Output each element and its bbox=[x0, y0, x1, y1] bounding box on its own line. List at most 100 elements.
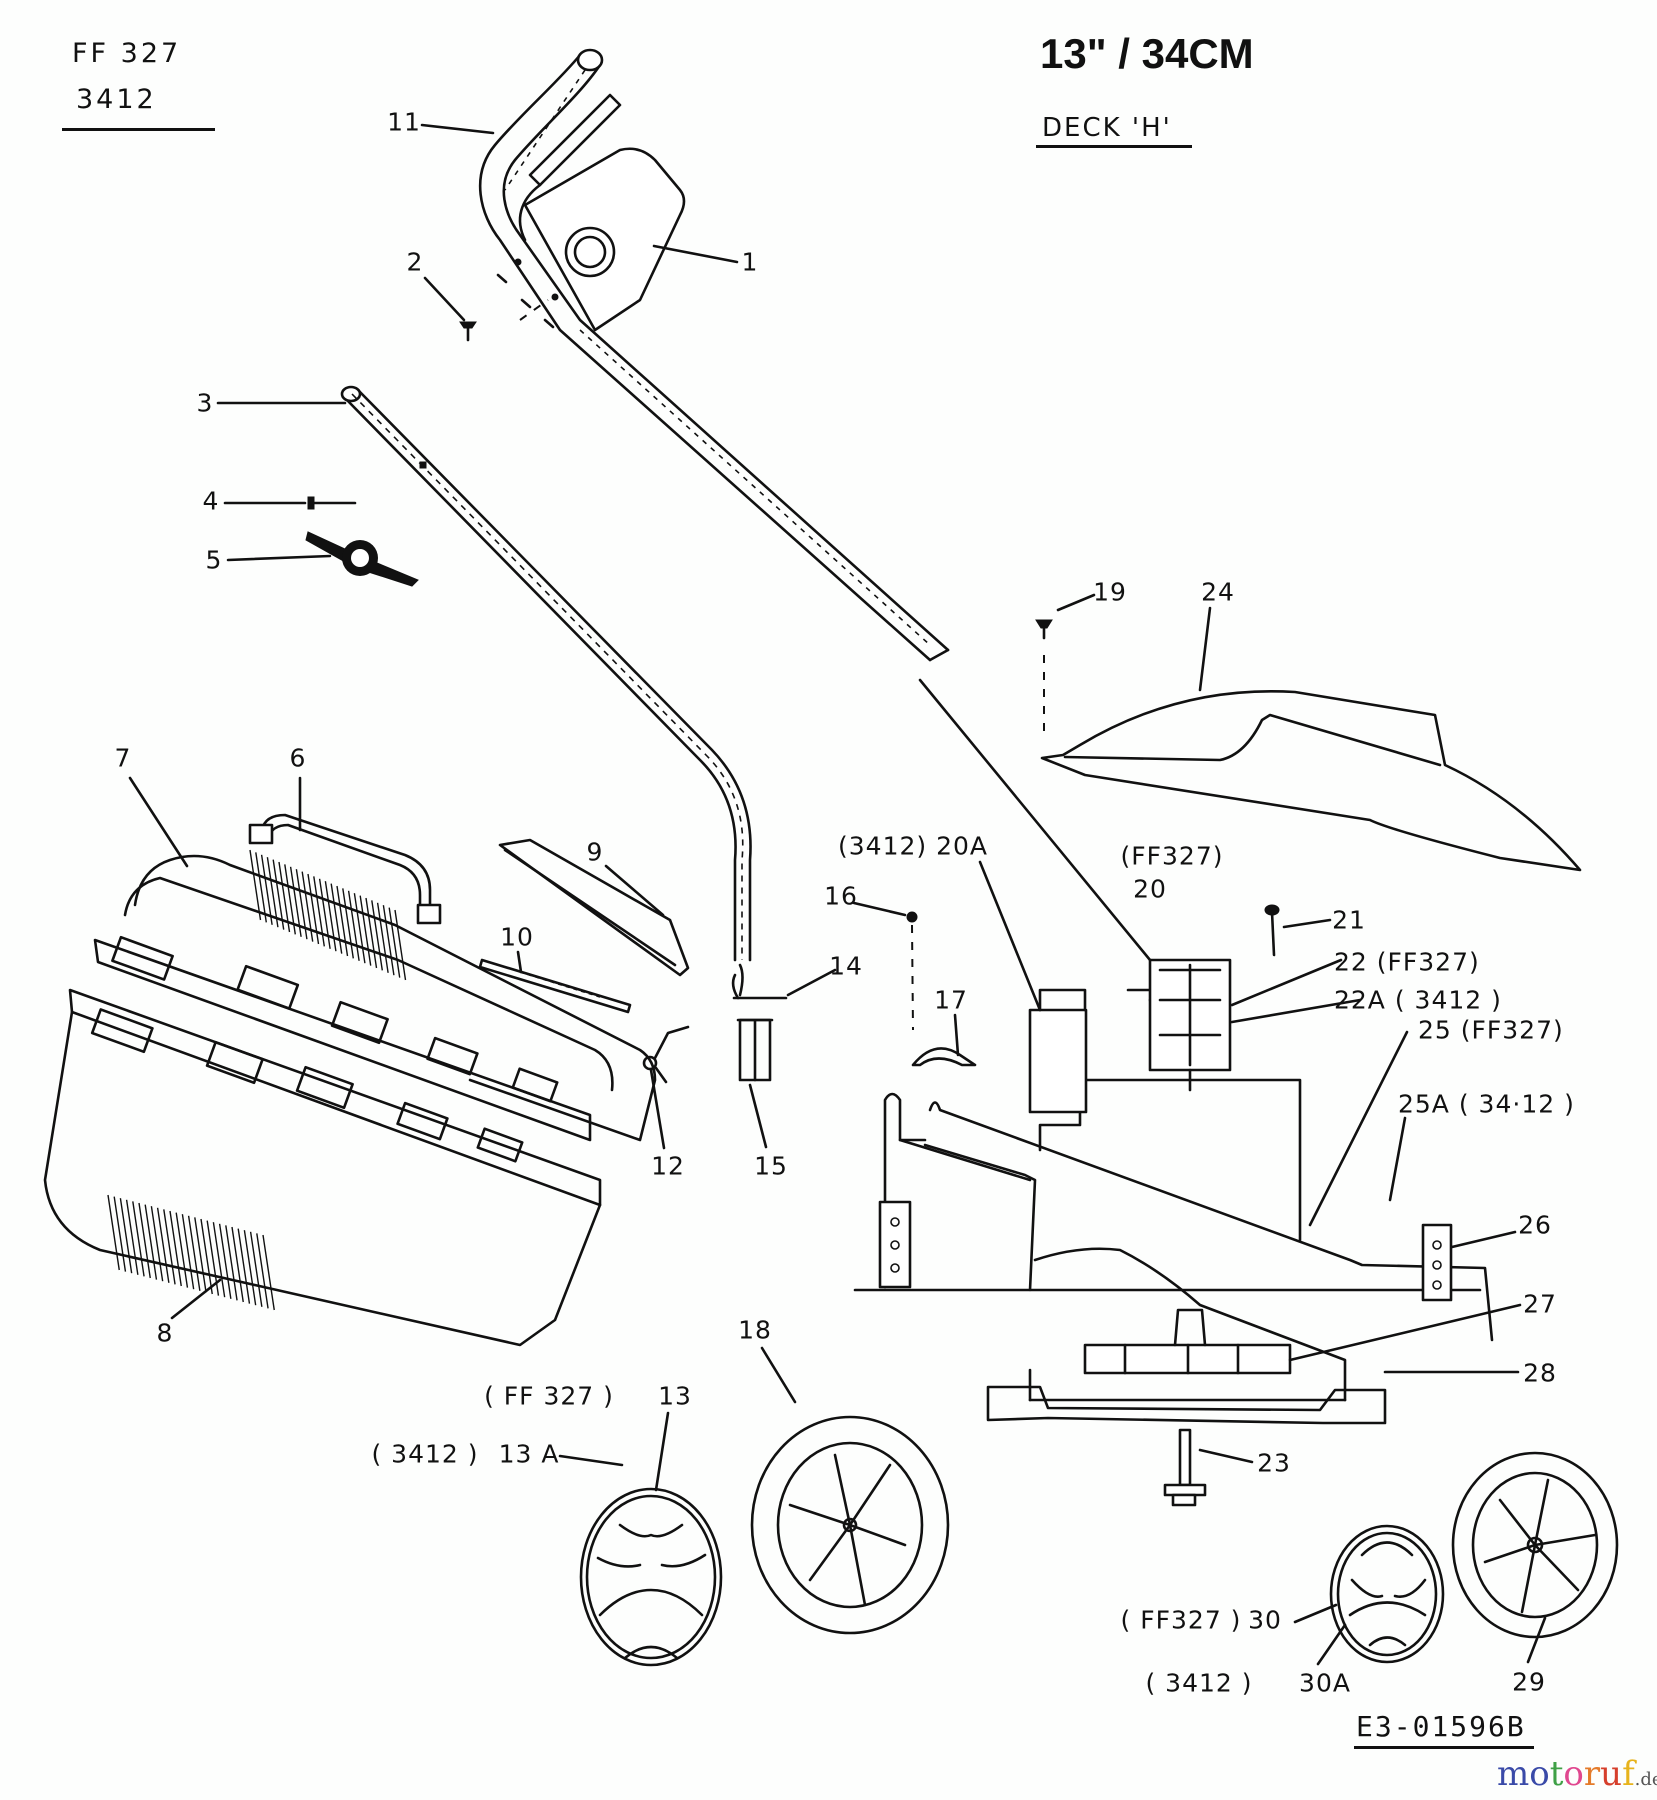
callout-20a: (3412) 20A bbox=[838, 831, 988, 861]
callout-30a: 30A bbox=[1299, 1668, 1351, 1698]
mesh-line bbox=[394, 909, 407, 981]
mesh-line bbox=[301, 871, 314, 942]
power-cord bbox=[918, 678, 1152, 962]
spring-12 bbox=[642, 1025, 690, 1084]
mesh-line bbox=[371, 900, 383, 971]
callout-13a: 13 A bbox=[498, 1439, 560, 1469]
brand-letter: o bbox=[1529, 1754, 1550, 1794]
callout-16: 16 bbox=[824, 881, 858, 911]
callout-6: 6 bbox=[289, 743, 307, 773]
mesh-line bbox=[330, 883, 343, 954]
callout-17: 17 bbox=[934, 985, 968, 1015]
callout-13a-model: ( 3412 ) bbox=[371, 1439, 479, 1469]
callout-30a-model: ( 3412 ) bbox=[1145, 1668, 1253, 1698]
mesh-line bbox=[249, 1231, 263, 1307]
mesh-line bbox=[231, 1226, 244, 1303]
mesh-line bbox=[125, 1199, 139, 1275]
bail-lever bbox=[518, 93, 622, 242]
top-cover-24 bbox=[1040, 689, 1582, 872]
callout-8: 8 bbox=[156, 1318, 174, 1348]
blade-adaptor-27 bbox=[1083, 1308, 1292, 1375]
bag-mesh-bottom bbox=[107, 1194, 275, 1311]
mesh-line bbox=[138, 1202, 151, 1279]
switch-box bbox=[496, 147, 686, 332]
mesh-line bbox=[266, 857, 279, 928]
callout-11: 11 bbox=[387, 107, 421, 137]
deflector-9 bbox=[498, 838, 690, 977]
mesh-line bbox=[163, 1209, 176, 1285]
mesh-line bbox=[243, 1230, 257, 1306]
mesh-line bbox=[353, 893, 366, 964]
model-3412: 3412 bbox=[76, 84, 157, 115]
drawing-reference: E3-01596B bbox=[1356, 1710, 1526, 1743]
callout-20-model: (FF327) bbox=[1120, 841, 1224, 871]
callout-28: 28 bbox=[1523, 1358, 1557, 1388]
mesh-line bbox=[307, 873, 320, 945]
mesh-line bbox=[255, 852, 267, 923]
callout-27: 27 bbox=[1523, 1289, 1557, 1319]
reference-underline bbox=[1354, 1746, 1534, 1749]
callout-4: 4 bbox=[202, 486, 220, 516]
callout-7: 7 bbox=[114, 743, 132, 773]
bag-flaps bbox=[90, 935, 559, 1163]
mesh-line bbox=[144, 1204, 158, 1280]
mesh-line bbox=[237, 1228, 251, 1304]
mesh-line bbox=[365, 897, 378, 969]
callout-25: 25 (FF327) bbox=[1418, 1015, 1564, 1045]
mesh-line bbox=[262, 1234, 275, 1311]
capacitor-20 bbox=[1028, 988, 1167, 1114]
callout-12: 12 bbox=[651, 1151, 685, 1181]
model-ff327: FF 327 bbox=[72, 38, 182, 69]
callout-22a: 22A ( 3412 ) bbox=[1334, 985, 1502, 1015]
mesh-line bbox=[256, 1233, 269, 1309]
callout-13-model: ( FF 327 ) bbox=[484, 1381, 614, 1411]
brand-letter: t bbox=[1549, 1754, 1564, 1794]
mesh-line bbox=[388, 907, 401, 978]
callout-1: 1 bbox=[741, 247, 759, 277]
callout-14: 14 bbox=[829, 951, 863, 981]
mesh-line bbox=[194, 1217, 207, 1293]
mesh-line bbox=[359, 895, 372, 966]
mesh-line bbox=[187, 1215, 201, 1291]
mesh-line bbox=[181, 1214, 195, 1290]
brand-letter: u bbox=[1600, 1754, 1623, 1794]
screw-21 bbox=[1264, 904, 1280, 957]
leader-25a bbox=[1388, 1116, 1407, 1202]
model-underline bbox=[62, 128, 215, 131]
deck-underline bbox=[1036, 145, 1192, 148]
mesh-line bbox=[376, 902, 389, 973]
brand-name: motoruf bbox=[1497, 1754, 1635, 1794]
mesh-line bbox=[336, 885, 349, 957]
mesh-line bbox=[200, 1218, 213, 1295]
callout-25a: 25A ( 34·12 ) bbox=[1398, 1089, 1575, 1119]
mesh-line bbox=[347, 890, 360, 961]
mesh-line bbox=[318, 878, 331, 949]
brand-logo: motoruf.de bbox=[1497, 1757, 1657, 1791]
callout-21: 21 bbox=[1332, 905, 1366, 935]
mesh-line bbox=[113, 1196, 127, 1272]
callout-23: 23 bbox=[1257, 1448, 1291, 1478]
brand-letter: o bbox=[1563, 1754, 1584, 1794]
mesh-line bbox=[225, 1225, 238, 1301]
deck-size: 13" / 34CM bbox=[1040, 30, 1254, 77]
mesh-line bbox=[119, 1198, 133, 1274]
callout-26: 26 bbox=[1518, 1210, 1552, 1240]
carry-handle bbox=[248, 813, 442, 925]
screw-2 bbox=[459, 299, 549, 342]
mesh-line bbox=[284, 864, 296, 935]
mesh-line bbox=[169, 1210, 182, 1287]
mesh-line bbox=[278, 861, 291, 933]
blade-28 bbox=[986, 1385, 1387, 1425]
screw-19 bbox=[1035, 619, 1053, 740]
rod-10 bbox=[478, 958, 632, 1014]
leader-lines bbox=[128, 123, 1547, 1666]
latch-14 bbox=[731, 963, 788, 1000]
mesh-line bbox=[175, 1212, 189, 1288]
mesh-line bbox=[272, 859, 285, 930]
switch-22 bbox=[1148, 958, 1232, 1092]
callout-18: 18 bbox=[738, 1315, 772, 1345]
mesh-line bbox=[212, 1222, 226, 1298]
callout-30: 30 bbox=[1248, 1605, 1282, 1635]
screw-16 bbox=[906, 911, 918, 1031]
